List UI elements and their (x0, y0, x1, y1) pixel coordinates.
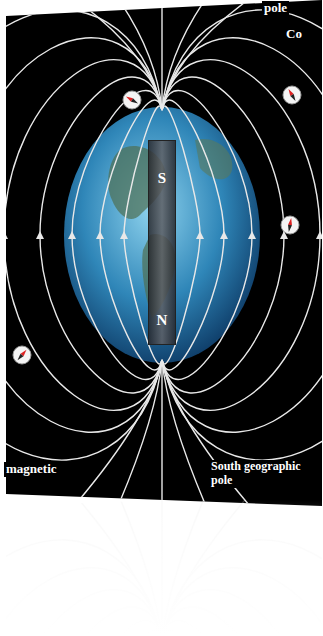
earth-globe (64, 107, 260, 363)
field-line (62, 360, 162, 520)
field-line (112, 360, 162, 520)
compass (281, 216, 299, 234)
compass-needle (287, 225, 292, 233)
field-arrow (96, 231, 104, 239)
field-arrow (196, 231, 204, 239)
reflection (0, 500, 323, 636)
dark-panel (6, 0, 322, 506)
bar-magnet: SN (148, 140, 176, 345)
field-line (162, 60, 320, 411)
pole-letter: S (158, 171, 166, 186)
field-line (162, 10, 323, 460)
compass (123, 91, 141, 109)
continent (195, 139, 232, 179)
pole-letter: N (157, 313, 168, 328)
field-arrow (316, 231, 323, 239)
field-line (40, 77, 162, 393)
field-arrow (248, 231, 256, 239)
field-line (62, 0, 162, 110)
field-arrow (120, 231, 128, 239)
field-line (4, 60, 162, 411)
figure-label: magnetic (4, 462, 59, 477)
compass-needle (131, 98, 139, 105)
field-line (161, 360, 162, 520)
field-line (162, 77, 284, 393)
compass-needle (290, 94, 297, 102)
figure-label: Co (284, 27, 304, 42)
field-line (0, 38, 162, 433)
compass-dial (281, 216, 299, 234)
field-arrow (0, 231, 8, 239)
field-line (162, 360, 262, 520)
compass-dial (123, 91, 141, 109)
field-line (0, 10, 162, 460)
field-line (162, 0, 262, 110)
field-line (161, 0, 162, 110)
reflection-fade (0, 500, 323, 636)
compass-dial (283, 86, 301, 104)
compass-needle (288, 218, 293, 226)
field-lines (0, 0, 323, 520)
field-line (162, 0, 212, 110)
compass-dial (13, 346, 31, 364)
field-arrow (220, 231, 228, 239)
compass (13, 346, 31, 364)
field-line (112, 0, 162, 110)
figure-label: South geographic pole (209, 460, 319, 488)
compass-needle (16, 354, 24, 362)
field-arrow (68, 231, 76, 239)
compass (283, 86, 301, 104)
field-line (162, 38, 323, 433)
field-arrow (36, 231, 44, 239)
figure-label: pole (262, 1, 289, 16)
